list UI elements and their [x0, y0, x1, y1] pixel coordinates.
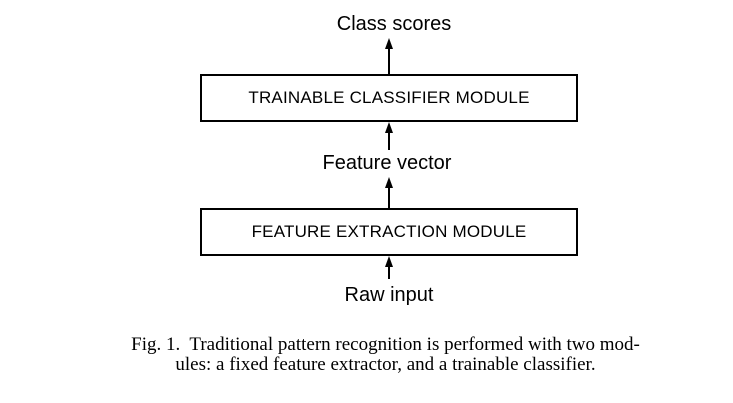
up-arrow-to-extraction-module [384, 256, 394, 279]
arrowhead-up-icon [385, 256, 393, 267]
caption-line-2: ules: a fixed feature extractor, and a t… [175, 354, 596, 375]
up-arrow-to-feature-vector [384, 177, 394, 208]
caption-line-1: Fig. 1. Traditional pattern recognition … [131, 334, 640, 355]
arrow-shaft [388, 131, 390, 150]
arrow-shaft [388, 186, 390, 208]
arrowhead-up-icon [385, 177, 393, 188]
arrowhead-up-icon [385, 122, 393, 133]
up-arrow-to-classifier-module [384, 122, 394, 150]
trainable-classifier-module-label: TRAINABLE CLASSIFIER MODULE [248, 88, 530, 107]
arrow-shaft [388, 47, 390, 74]
class-scores-label: Class scores [336, 13, 452, 35]
feature-vector-label: Feature vector [322, 152, 452, 174]
figure-caption: Fig. 1. Traditional pattern recognition … [0, 335, 733, 375]
arrow-shaft [388, 265, 390, 279]
up-arrow-to-class-scores [384, 38, 394, 74]
arrowhead-up-icon [385, 38, 393, 49]
raw-input-label: Raw input [344, 284, 434, 306]
feature-extraction-module-label: FEATURE EXTRACTION MODULE [251, 222, 527, 241]
trainable-classifier-module-box: TRAINABLE CLASSIFIER MODULE [200, 74, 578, 122]
feature-extraction-module-box: FEATURE EXTRACTION MODULE [200, 208, 578, 256]
